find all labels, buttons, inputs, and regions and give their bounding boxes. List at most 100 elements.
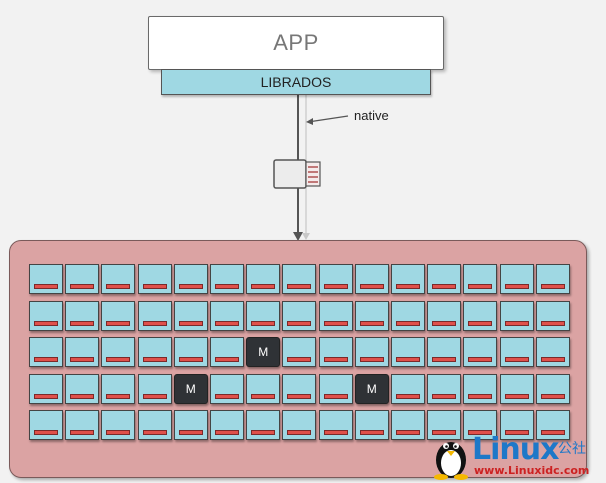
osd-node bbox=[354, 300, 389, 331]
osd-disk-bar bbox=[540, 430, 565, 435]
osd-node bbox=[65, 337, 100, 367]
monitor-node: M bbox=[173, 373, 208, 404]
osd-disk-bar bbox=[34, 393, 58, 399]
monitor-node: M bbox=[354, 373, 389, 404]
osd-disk-bar bbox=[142, 393, 167, 399]
osd-disk-bar bbox=[215, 357, 239, 362]
osd-disk-bar bbox=[468, 393, 493, 399]
osd-node bbox=[535, 264, 570, 294]
osd-node bbox=[463, 264, 498, 294]
native-label: native bbox=[354, 108, 389, 123]
osd-node bbox=[282, 264, 317, 294]
osd-disk-bar bbox=[359, 284, 384, 289]
osd-node bbox=[137, 373, 172, 404]
osd-disk-bar bbox=[287, 393, 312, 399]
osd-node bbox=[210, 264, 244, 294]
osd-disk-bar bbox=[287, 284, 312, 289]
osd-node bbox=[354, 410, 389, 440]
osd-disk-bar bbox=[106, 284, 131, 289]
penguin-icon bbox=[434, 442, 468, 480]
osd-node bbox=[427, 300, 462, 331]
osd-disk-bar bbox=[215, 320, 239, 326]
osd-node bbox=[137, 300, 172, 331]
osd-disk-bar bbox=[34, 320, 58, 326]
osd-node bbox=[210, 373, 244, 404]
native-pointer-head bbox=[306, 118, 313, 125]
osd-disk-bar bbox=[142, 430, 167, 435]
osd-node bbox=[246, 410, 281, 440]
osd-node bbox=[101, 337, 136, 367]
osd-disk-bar bbox=[396, 357, 420, 362]
osd-disk-bar bbox=[287, 430, 312, 435]
osd-node bbox=[246, 264, 281, 294]
osd-node bbox=[535, 410, 570, 440]
osd-node bbox=[282, 373, 317, 404]
osd-disk-bar bbox=[251, 430, 276, 435]
osd-disk-bar bbox=[468, 320, 493, 326]
osd-disk-bar bbox=[504, 393, 529, 399]
osd-disk-bar bbox=[359, 357, 384, 362]
osd-disk-bar bbox=[215, 430, 239, 435]
osd-disk-bar bbox=[323, 320, 348, 326]
osd-disk-bar bbox=[70, 284, 95, 289]
osd-node bbox=[137, 337, 172, 367]
osd-node bbox=[173, 264, 208, 294]
osd-disk-bar bbox=[540, 320, 565, 326]
osd-node bbox=[499, 410, 534, 440]
app-label: APP bbox=[273, 30, 319, 55]
librados-label: LIBRADOS bbox=[260, 74, 332, 90]
osd-node bbox=[29, 373, 63, 404]
osd-disk-bar bbox=[396, 320, 420, 326]
osd-disk-bar bbox=[323, 284, 348, 289]
osd-disk-bar bbox=[396, 284, 420, 289]
osd-disk-bar bbox=[34, 357, 58, 362]
osd-node bbox=[354, 264, 389, 294]
osd-disk-bar bbox=[70, 393, 95, 399]
osd-disk-bar bbox=[142, 320, 167, 326]
watermark-url: www.Linuxidc.com bbox=[474, 464, 590, 477]
osd-node bbox=[318, 300, 353, 331]
osd-node bbox=[391, 300, 425, 331]
osd-node bbox=[427, 264, 462, 294]
osd-disk-bar bbox=[323, 357, 348, 362]
osd-disk-bar bbox=[178, 357, 203, 362]
osd-disk-bar bbox=[287, 320, 312, 326]
osd-node bbox=[29, 410, 63, 440]
osd-disk-bar bbox=[432, 357, 457, 362]
osd-node bbox=[318, 373, 353, 404]
osd-node bbox=[210, 300, 244, 331]
librados-box: LIBRADOS bbox=[161, 69, 431, 95]
osd-disk-bar bbox=[34, 430, 58, 435]
osd-disk-bar bbox=[70, 320, 95, 326]
osd-node bbox=[535, 373, 570, 404]
osd-node bbox=[499, 373, 534, 404]
watermark-sub: 公社 bbox=[558, 441, 586, 457]
watermark-logo: Linux 公社 www.Linuxidc.com bbox=[430, 432, 604, 480]
osd-disk-bar bbox=[106, 357, 131, 362]
osd-disk-bar bbox=[287, 357, 312, 362]
arrowhead-faint bbox=[302, 233, 310, 240]
osd-disk-bar bbox=[396, 393, 420, 399]
osd-node bbox=[137, 264, 172, 294]
osd-node bbox=[29, 300, 63, 331]
osd-node bbox=[463, 410, 498, 440]
osd-node bbox=[427, 410, 462, 440]
osd-disk-bar bbox=[432, 320, 457, 326]
osd-node bbox=[463, 337, 498, 367]
osd-disk-bar bbox=[468, 284, 493, 289]
osd-disk-bar bbox=[251, 284, 276, 289]
osd-node bbox=[65, 300, 100, 331]
osd-disk-bar bbox=[540, 393, 565, 399]
osd-node bbox=[101, 264, 136, 294]
osd-disk-bar bbox=[359, 430, 384, 435]
osd-node bbox=[391, 337, 425, 367]
osd-node bbox=[318, 410, 353, 440]
osd-disk-bar bbox=[540, 357, 565, 362]
osd-node bbox=[499, 264, 534, 294]
osd-disk-bar bbox=[70, 357, 95, 362]
watermark-brand: Linux bbox=[472, 432, 559, 467]
osd-node bbox=[29, 337, 63, 367]
osd-node bbox=[101, 300, 136, 331]
osd-disk-bar bbox=[323, 430, 348, 435]
